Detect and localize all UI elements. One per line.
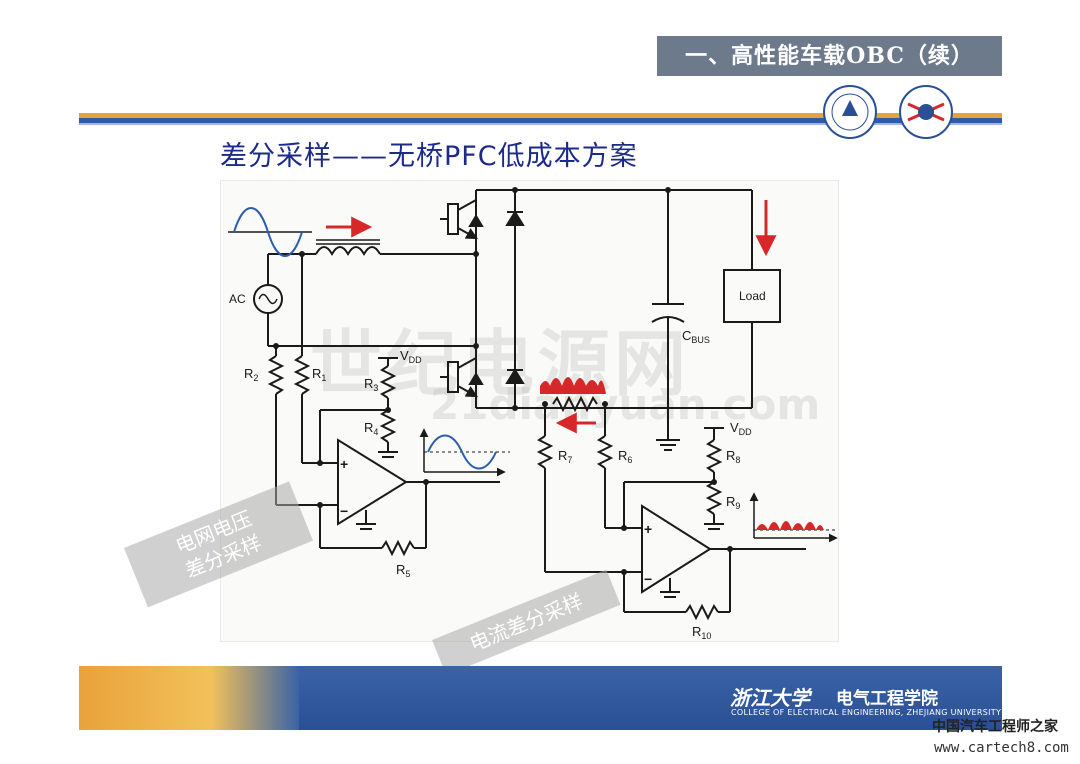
credit-url: www.cartech8.com — [934, 740, 1069, 756]
current-waveform-top-icon — [540, 377, 606, 394]
current-output-waveform-icon — [749, 492, 838, 543]
credit-site: 中国汽车工程师之家 — [932, 719, 1058, 735]
igbt-bottom-icon — [447, 361, 459, 393]
watermark-en: 21dianyuan.com — [430, 380, 821, 429]
load-label: Load — [739, 289, 766, 303]
sense-resistor-icon — [552, 395, 598, 413]
r4-resistor-icon — [379, 409, 397, 443]
footer-university: 浙江大学 — [730, 686, 810, 710]
igbt-top-icon — [447, 203, 459, 235]
junction-dots — [273, 187, 733, 575]
r5-label: R5 — [396, 562, 410, 579]
cbus-capacitor-icon — [651, 316, 685, 323]
opamp2-minus: − — [644, 571, 652, 587]
footer-college: 电气工程学院 — [836, 689, 938, 709]
r7-resistor-icon — [536, 435, 554, 469]
footer-college-en: COLLEGE OF ELECTRICAL ENGINEERING, ZHEJI… — [731, 708, 1002, 717]
university-logos — [823, 85, 953, 139]
inductor-icon — [315, 246, 381, 257]
section-header: 一、高性能车载OBC（续） — [657, 36, 1002, 76]
slide-title: 差分采样——无桥PFC低成本方案 — [220, 141, 638, 172]
opamp1-minus: − — [340, 503, 348, 519]
cbus-label: CBUS — [682, 328, 710, 345]
header-band-blue — [79, 118, 1002, 123]
r9-resistor-icon — [705, 481, 723, 515]
diode-bottom-icon — [505, 368, 525, 384]
r4-label: R4 — [364, 420, 378, 437]
r10-resistor-icon — [685, 603, 719, 621]
input-sine-icon — [228, 207, 312, 257]
r6-resistor-icon — [596, 435, 614, 469]
vdd-label-2: VDD — [730, 420, 752, 437]
header-band-orange — [79, 113, 1002, 118]
r1-resistor-icon — [293, 355, 311, 395]
ac-label: AC — [229, 292, 246, 306]
watermark-cn: 世纪电源网 — [310, 322, 691, 406]
r8-resistor-icon — [705, 439, 723, 473]
r1-label: R1 — [312, 366, 326, 383]
opamp2-plus: + — [644, 521, 652, 537]
voltage-output-waveform-icon — [419, 428, 510, 477]
r6-label: R6 — [618, 448, 632, 465]
r3-resistor-icon — [379, 365, 397, 399]
r9-label: R9 — [726, 494, 740, 511]
r10-label: R10 — [692, 624, 711, 641]
diode-top-icon — [505, 210, 525, 226]
r7-label: R7 — [558, 448, 572, 465]
header-band-light — [79, 123, 1002, 125]
r2-resistor-icon — [267, 355, 285, 395]
footer-accent — [79, 666, 299, 730]
vdd-label-1: VDD — [400, 348, 422, 365]
r3-label: R3 — [364, 376, 378, 393]
r2-label: R2 — [244, 366, 258, 383]
r5-resistor-icon — [381, 539, 415, 557]
r8-label: R8 — [726, 448, 740, 465]
opamp-voltage-icon — [337, 438, 408, 526]
opamp1-plus: + — [340, 456, 348, 472]
opamp-current-icon — [641, 504, 712, 594]
